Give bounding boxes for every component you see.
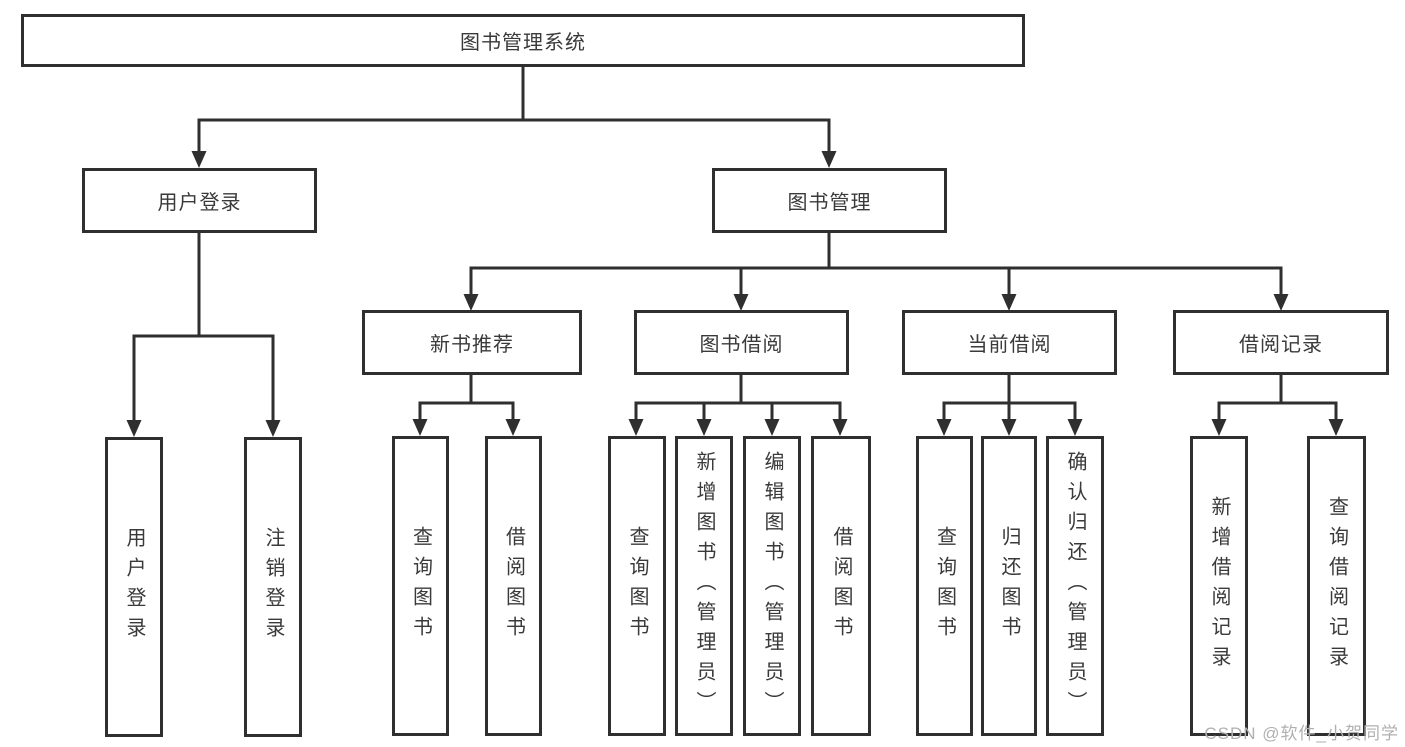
leaf-label: 新增借阅记录 [1208, 496, 1230, 676]
leaf-borrow-books-recommend: 借阅图书 [485, 436, 542, 736]
node-label: 新书推荐 [430, 334, 514, 356]
leaf-label: 新增图书（管理员） [693, 451, 715, 721]
arrowheads [126, 151, 1344, 437]
leaf-user-login: 用户登录 [105, 437, 163, 737]
node-borrow-records: 借阅记录 [1173, 310, 1389, 375]
leaf-label: 编辑图书（管理员） [761, 451, 783, 721]
leaf-label: 查询借阅记录 [1325, 496, 1348, 676]
node-user-login: 用户登录 [82, 168, 317, 233]
leaf-return-books: 归还图书 [981, 436, 1037, 736]
node-book-borrow: 图书借阅 [634, 310, 849, 375]
node-label: 借阅记录 [1239, 334, 1323, 356]
leaf-confirm-return-admin: 确认归还（管理员） [1046, 436, 1104, 736]
leaf-label: 确认归还（管理员） [1064, 451, 1086, 721]
node-label: 用户登录 [157, 192, 242, 214]
leaf-borrow-books: 借阅图书 [811, 436, 871, 736]
node-library-management-system: 图书管理系统 [21, 14, 1025, 67]
leaf-query-books-borrow: 查询图书 [608, 436, 666, 736]
leaf-label: 借阅图书 [502, 526, 525, 646]
leaf-label: 查询图书 [933, 526, 956, 646]
leaf-label: 借阅图书 [830, 526, 852, 646]
leaf-logout: 注销登录 [244, 437, 302, 737]
leaf-label: 用户登录 [123, 527, 145, 647]
leaf-query-borrow-record: 查询借阅记录 [1307, 436, 1366, 736]
leaf-label: 归还图书 [998, 526, 1020, 646]
node-label: 图书管理 [787, 192, 872, 214]
leaf-label: 查询图书 [626, 526, 648, 646]
leaf-edit-books-admin: 编辑图书（管理员） [743, 436, 801, 736]
csdn-watermark: CSDN @软件_小贺同学 [1204, 724, 1399, 743]
leaf-add-books-admin: 新增图书（管理员） [675, 436, 733, 736]
node-label: 图书管理系统 [460, 32, 586, 54]
leaf-query-books-recommend: 查询图书 [392, 436, 449, 736]
leaf-query-books-current: 查询图书 [916, 436, 973, 736]
node-current-borrow: 当前借阅 [902, 310, 1117, 375]
leaf-label: 查询图书 [409, 526, 432, 646]
leaf-add-borrow-record: 新增借阅记录 [1190, 436, 1248, 736]
node-book-management: 图书管理 [712, 168, 947, 233]
node-label: 当前借阅 [967, 334, 1052, 356]
leaf-label: 注销登录 [262, 527, 284, 647]
node-new-book-recommend: 新书推荐 [362, 310, 582, 375]
node-label: 图书借阅 [699, 334, 784, 356]
